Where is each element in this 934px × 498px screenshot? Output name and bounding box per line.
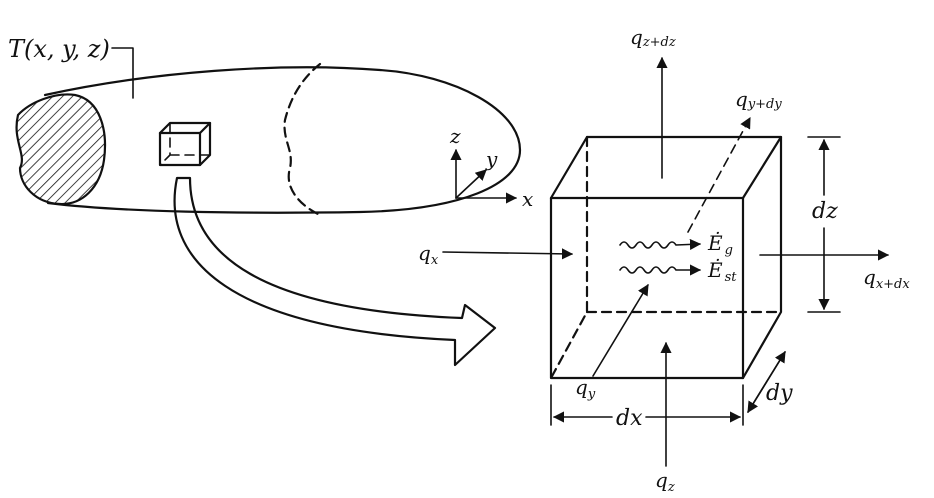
dimension-dx — [550, 384, 744, 426]
axis-x-label: x — [522, 187, 533, 211]
qz-dz-label: qz+dz — [630, 25, 676, 50]
control-volume-box — [549, 135, 783, 380]
dy-label: dy — [766, 381, 793, 406]
zoom-arrow — [173, 176, 497, 367]
hatched-cross-section — [15, 93, 107, 206]
temperature-leader-line — [111, 47, 134, 99]
dashed-section-line — [283, 62, 322, 216]
energy-storage-wavy-arrow — [619, 264, 702, 276]
qy-dy-label: qy+dy — [735, 87, 782, 112]
dimension-dy — [747, 351, 786, 413]
qy-arrow — [592, 284, 649, 377]
energy-generation-wavy-arrow — [619, 238, 702, 251]
qy-dy-arrow — [687, 117, 751, 233]
dz-label: dz — [812, 199, 838, 224]
small-element-cube — [158, 121, 212, 167]
qz-label: qz — [655, 468, 675, 495]
qx-label: qx — [418, 241, 439, 268]
dx-label: dx — [616, 406, 643, 431]
axis-y-label: y — [485, 147, 498, 171]
coordinate-axes — [450, 148, 518, 204]
dimension-dz — [807, 136, 841, 313]
qy-label: qy — [575, 375, 596, 402]
solid-body — [15, 47, 522, 216]
temperature-field-label: T(x, y, z) — [8, 35, 110, 63]
qx-dx-label: qx+dx — [863, 265, 910, 292]
axis-z-label: z — [449, 124, 461, 148]
qx-arrow — [442, 248, 574, 260]
